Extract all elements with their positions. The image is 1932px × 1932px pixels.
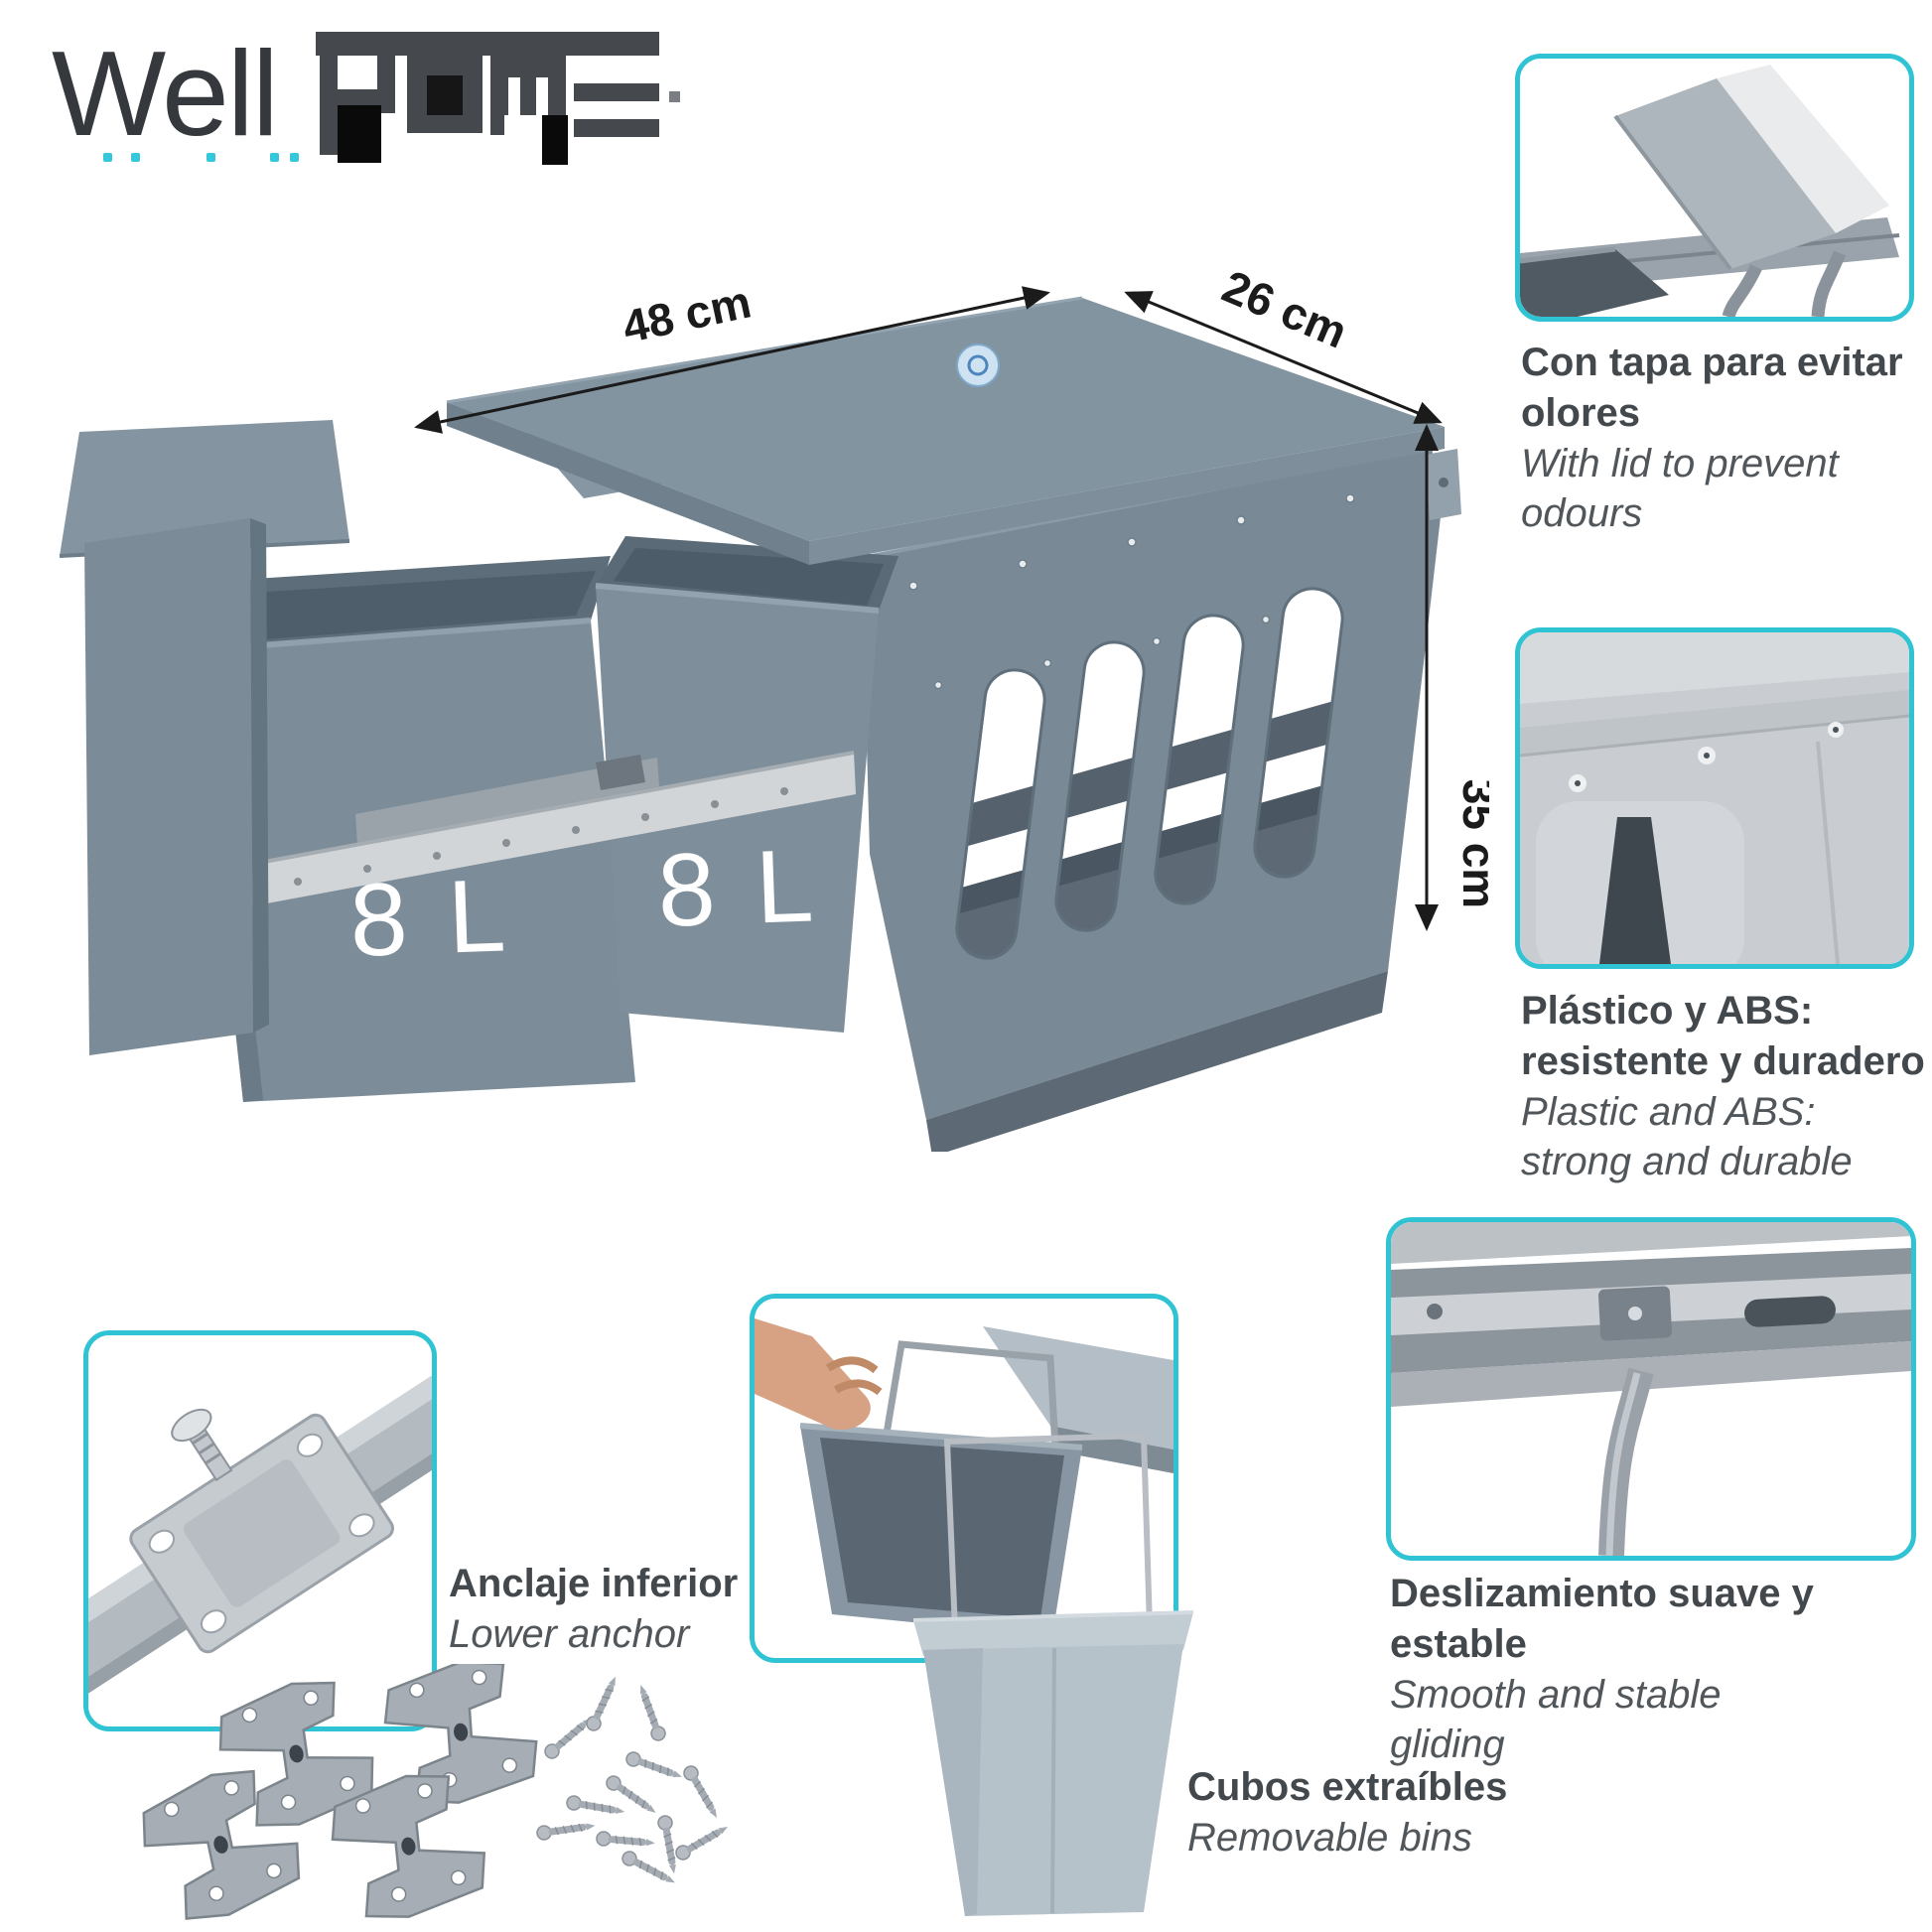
photo-removable-bins xyxy=(750,1294,1178,1663)
lid-open-illustration xyxy=(1520,59,1909,317)
tall-bin-illustration xyxy=(912,1432,1194,1916)
dimension-depth-label: 26 cm xyxy=(1215,260,1354,358)
photo-gliding xyxy=(1386,1217,1916,1561)
callout-removable-subtitle: Removable bins xyxy=(1187,1815,1472,1860)
mounting-hardware xyxy=(129,1664,733,1930)
brand-wordmark-well: Well xyxy=(52,26,279,161)
dimension-width-label: 48 cm xyxy=(618,275,755,352)
callout-anchor: Anclaje inferior Lower anchor xyxy=(449,1559,776,1660)
photo-lid-open xyxy=(1515,54,1914,322)
rail-illustration xyxy=(1391,1222,1911,1556)
drawer-front-panel xyxy=(59,420,350,1055)
callout-material-subtitle: Plastic and ABS: strong and durable xyxy=(1521,1089,1853,1184)
hand-bin-illustration xyxy=(755,1299,1173,1658)
bin-right-capacity: 8 L xyxy=(656,828,822,949)
callout-gliding-title: Deslizamiento suave y estable xyxy=(1390,1572,1814,1666)
anchor-illustration xyxy=(88,1335,432,1726)
material-illustration xyxy=(1520,632,1909,964)
callout-removable-title: Cubos extraíbles xyxy=(1187,1765,1508,1809)
dimension-height: 35 cm xyxy=(1415,424,1489,931)
callout-lid-subtitle: With lid to prevent odours xyxy=(1521,441,1839,536)
callout-gliding: Deslizamiento suave y estable Smooth and… xyxy=(1390,1569,1823,1770)
callout-material-title: Plástico y ABS: resistente y duradero xyxy=(1521,989,1925,1083)
callout-lid-title: Con tapa para evitar olores xyxy=(1521,341,1903,435)
brand-dots xyxy=(103,153,332,165)
recycle-badge-icon xyxy=(956,344,1000,387)
telescopic-rail xyxy=(242,751,856,907)
callout-anchor-title: Anclaje inferior xyxy=(449,1562,739,1605)
callout-removable: Cubos extraíbles Removable bins xyxy=(1187,1762,1525,1863)
callout-lid: Con tapa para evitar olores With lid to … xyxy=(1521,338,1918,539)
photo-material xyxy=(1515,627,1914,969)
callout-anchor-subtitle: Lower anchor xyxy=(449,1611,690,1656)
callout-gliding-subtitle: Smooth and stable gliding xyxy=(1390,1672,1722,1767)
photo-anchor xyxy=(83,1330,437,1731)
callout-material: Plástico y ABS: resistente y duradero Pl… xyxy=(1521,986,1932,1187)
dimension-height-label: 35 cm xyxy=(1453,779,1489,908)
screws-pile xyxy=(535,1673,733,1890)
side-frame xyxy=(861,445,1461,1152)
product-illustration: 8 L 8 L xyxy=(59,260,1489,1152)
brand-wordmark-home xyxy=(316,32,680,165)
home-blocks xyxy=(316,32,680,165)
